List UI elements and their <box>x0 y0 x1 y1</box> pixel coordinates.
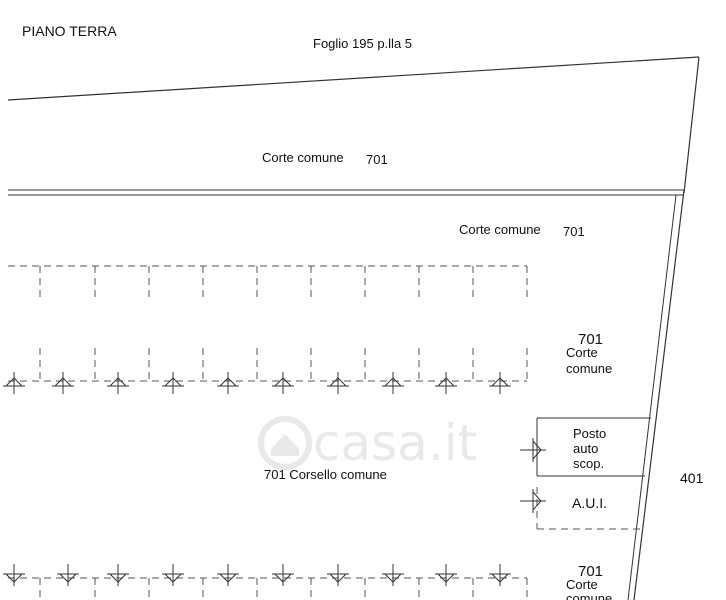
garage-door-icon <box>327 564 349 586</box>
neighbor-parcel-number: 401 <box>680 470 704 486</box>
bottom-block-line1: Corte <box>566 577 598 592</box>
garage-door-icon <box>382 372 404 394</box>
aisle-label: 701 Corsello comune <box>264 467 387 482</box>
court-top-number: 701 <box>366 152 388 167</box>
garage-door-icon <box>162 372 184 394</box>
garage-door-icon <box>489 372 511 394</box>
court-mid-number: 701 <box>563 224 585 239</box>
garage-row-bottom <box>8 577 528 600</box>
garage-door-icon <box>489 564 511 586</box>
north-boundary <box>7 56 700 101</box>
parking-block <box>536 417 651 530</box>
garage-door-icon <box>382 564 404 586</box>
right-block-line1: Corte <box>566 345 598 360</box>
court-mid-label: Corte comune <box>459 222 541 237</box>
garage-row-middle <box>8 348 528 382</box>
posto-auto-line3: scop. <box>573 456 604 471</box>
garage-door-icon <box>3 564 25 586</box>
posto-auto-line1: Posto <box>573 426 606 441</box>
garage-door-icon <box>327 372 349 394</box>
right-block-line2: comune <box>566 361 612 376</box>
garage-door-icon <box>272 372 294 394</box>
door-symbols-bottom <box>3 564 511 586</box>
aui-label: A.U.I. <box>572 495 607 511</box>
court-top-label: Corte comune <box>262 150 344 165</box>
garage-door-icon <box>57 564 79 586</box>
garage-door-icon <box>107 564 129 586</box>
posto-auto-line2: auto <box>573 441 598 456</box>
garage-door-icon <box>435 564 457 586</box>
garage-door-icon <box>217 564 239 586</box>
east-boundary-outer <box>633 189 685 600</box>
garage-door-icon <box>107 372 129 394</box>
garage-door-icon <box>217 372 239 394</box>
bottom-block-number: 701 <box>578 563 603 580</box>
door-symbols-middle <box>3 372 511 394</box>
garage-door-icon <box>272 564 294 586</box>
watermark-text: casa.it <box>313 414 477 472</box>
garage-door-icon <box>3 372 25 394</box>
door-symbols-parking <box>520 438 546 513</box>
floor-title: PIANO TERRA <box>22 23 117 39</box>
bottom-block-line2: comune <box>566 591 612 600</box>
garage-door-icon <box>435 372 457 394</box>
watermark: casa.it <box>258 414 477 472</box>
east-boundary-inner <box>627 194 677 600</box>
garage-door-icon <box>52 372 74 394</box>
garage-door-icon <box>162 564 184 586</box>
house-logo-icon <box>258 416 312 470</box>
sheet-reference: Foglio 195 p.lla 5 <box>313 36 412 51</box>
boundary-lines <box>7 56 700 600</box>
garage-row-top <box>8 265 528 300</box>
aui-door-icon <box>520 489 546 513</box>
right-block-number: 701 <box>578 331 603 348</box>
north-east-boundary <box>683 56 700 194</box>
parking-door-icon <box>520 438 546 462</box>
